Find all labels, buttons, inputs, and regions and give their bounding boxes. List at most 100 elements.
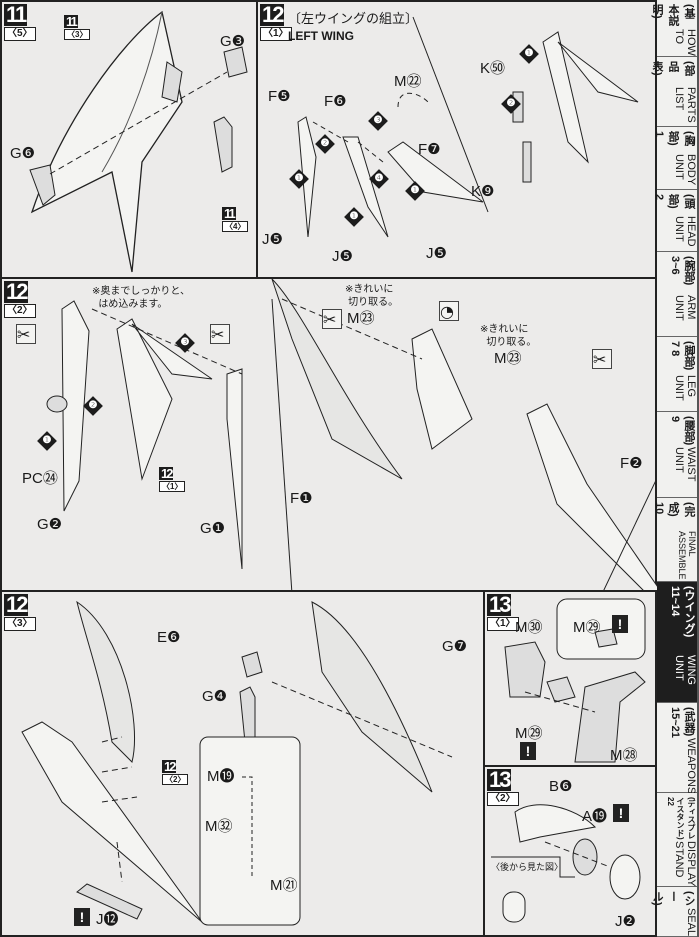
step-number: 13 <box>487 592 512 617</box>
order-marker: ❶ <box>344 207 364 227</box>
knife-icon: ◔ <box>439 301 459 321</box>
wing-illustration <box>21 600 453 926</box>
rear-view-caption: 〈後から見た図〉 <box>491 863 564 873</box>
part-label: E❻ <box>157 629 181 646</box>
step-sub: 〈5〉 <box>4 27 36 41</box>
ref-step-number: 12 <box>162 759 177 774</box>
ref-step-sub: 〈2〉 <box>162 774 189 785</box>
tab-seal[interactable]: (シール)SEAL <box>651 887 697 937</box>
tab-how-to[interactable]: (基本説明)HOW TO <box>651 0 697 57</box>
order-marker: ❶ <box>289 169 309 189</box>
step-sub: 〈2〉 <box>4 304 36 318</box>
step-sub: 〈2〉 <box>487 792 519 806</box>
part-label: F❼ <box>418 141 441 158</box>
note: ※きれいに 切り取る。 <box>480 324 537 348</box>
order-marker: ❷ <box>315 134 335 154</box>
order-marker: ❶ <box>405 181 425 201</box>
caution-icon: ! <box>613 804 629 822</box>
order-marker: ❶ <box>37 431 57 451</box>
note: ※奥までしっかりと、 はめ込みます。 <box>92 286 190 310</box>
part-label: F❺ <box>268 88 291 105</box>
order-marker: ❷ <box>83 396 103 416</box>
nipper-icon: ✂ <box>16 324 36 344</box>
part-label: PC㉔ <box>22 470 58 487</box>
tab-parts-list[interactable]: (部品表)PARTS LIST <box>651 57 697 127</box>
part-label: M㉜ <box>205 818 233 835</box>
part-label: G❼ <box>442 638 468 655</box>
part-label: M㉒ <box>394 73 422 90</box>
part-label: G❸ <box>220 33 246 50</box>
step-sub: 〈3〉 <box>4 617 36 631</box>
part-label: G❻ <box>10 145 36 162</box>
ref-step-number: 11 <box>64 14 78 29</box>
part-label: A⓳ <box>582 808 608 825</box>
part-label: K❾ <box>471 183 495 200</box>
part-label: F❻ <box>324 93 347 110</box>
part-label: M㉚ <box>515 619 543 636</box>
part-label: J⓬ <box>96 911 119 928</box>
panel-step-12-1: 12 〈1〉 〔左ウイングの組立〕 LEFT WING M㉒ F❺ F❻ F❼ … <box>256 0 657 279</box>
panel-step-13-1: 13 〈1〉 M㉚ M㉙ ! M㉙ ! M㉘ <box>483 590 657 767</box>
part-label: F❶ <box>290 490 313 507</box>
step-number: 12 <box>4 592 29 617</box>
ref-step-sub: 〈3〉 <box>64 29 91 40</box>
order-marker: ❹ <box>369 169 389 189</box>
order-marker: ❶ <box>519 44 539 64</box>
caution-icon: ! <box>74 908 90 926</box>
part-label: J❷ <box>615 913 636 930</box>
part-label: G❶ <box>200 520 226 537</box>
part-label: J❺ <box>262 231 283 248</box>
panel-step-12-3: 12 〈3〉 E❻ G❹ G❼ M⓳ M㉜ M㉑ J⓬ ! 12 〈2〉 <box>0 590 485 937</box>
order-marker: ❸ <box>368 111 388 131</box>
part-illustration <box>491 804 641 923</box>
section-title-en: LEFT WING <box>288 29 354 43</box>
part-illustration <box>504 598 646 763</box>
caution-icon: ! <box>612 615 628 633</box>
part-label: M㉙ <box>573 619 601 636</box>
ref-step-sub: 〈1〉 <box>159 481 186 492</box>
wing-illustration <box>297 16 639 238</box>
ref-step-number: 12 <box>159 466 174 481</box>
nipper-icon: ✂ <box>322 309 342 329</box>
nipper-icon: ✂ <box>210 324 230 344</box>
step-number: 12 <box>260 2 285 27</box>
step-number: 12 <box>4 279 29 304</box>
step-number: 13 <box>487 767 512 792</box>
part-label: K㊿ <box>480 60 506 77</box>
step-sub: 〈1〉 <box>487 617 519 631</box>
step-number: 11 <box>4 2 27 27</box>
step-sub: 〈1〉 <box>260 27 292 41</box>
panel-step-11-5: 11 〈5〉 11 〈3〉 G❻ G❸ 11 〈4〉 <box>0 0 258 279</box>
part-label: J❺ <box>426 245 447 262</box>
part-label: F❷ <box>620 455 643 472</box>
part-label: J❺ <box>332 248 353 265</box>
order-marker: ❷ <box>501 94 521 114</box>
order-marker: ❸ <box>175 333 195 353</box>
ref-step-number: 11 <box>222 206 236 221</box>
part-label: G❷ <box>37 516 63 533</box>
panel-step-13-2: 13 〈2〉 B❻ A⓳ ! 〈後から見た図〉 J❷ <box>483 765 657 937</box>
part-label: M㉓ <box>494 350 522 367</box>
ref-step-sub: 〈4〉 <box>222 221 249 232</box>
wing-illustration <box>46 279 659 594</box>
part-label: G❹ <box>202 688 228 705</box>
part-label: B❻ <box>549 778 573 795</box>
wing-illustration <box>29 10 248 273</box>
caution-icon: ! <box>520 742 536 760</box>
section-title-jp: 〔左ウイングの組立〕 <box>288 11 419 26</box>
part-label: M⓳ <box>207 768 235 785</box>
panel-step-12-2: 12 〈2〉 ※奥までしっかりと、 はめ込みます。 ※きれいに 切り取る。 ※き… <box>0 277 659 594</box>
note: ※きれいに 切り取る。 <box>345 284 399 308</box>
part-label: M㉑ <box>270 877 298 894</box>
nipper-icon: ✂ <box>592 349 612 369</box>
